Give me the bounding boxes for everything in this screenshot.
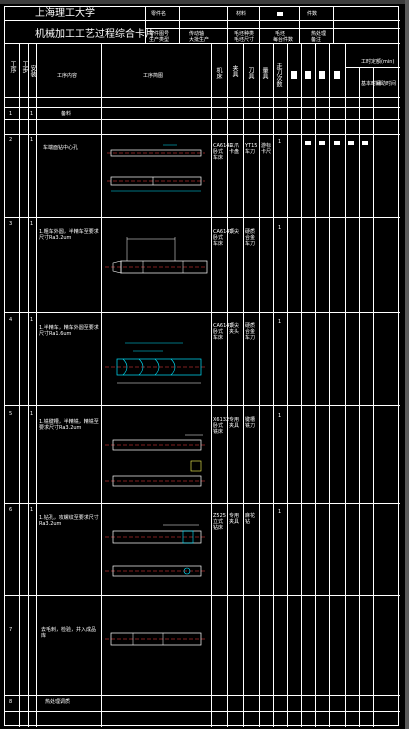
row6-step: 1 (30, 507, 34, 513)
row5-tool: 键槽铣刀 (245, 417, 256, 429)
hdr-drawing-no-value: 传动轴 (189, 31, 205, 37)
row5-passes: 1 (278, 413, 282, 419)
col-header-block-3 (319, 71, 325, 79)
row2-measure: 游标卡尺 (261, 143, 272, 155)
sketch-row4 (105, 342, 207, 384)
hdr-material-value (277, 12, 283, 16)
col-header-block-2 (305, 71, 311, 79)
col-passes: 走刀次数 (275, 63, 282, 87)
time-cell-r2-2 (319, 141, 325, 145)
row2-machine: CA6140卧式车床 (213, 143, 233, 161)
row4-step: 1 (30, 317, 34, 323)
hdr-production-value: 大批生产 (189, 37, 210, 43)
vertical-scrollbar[interactable] (405, 0, 409, 729)
time-cell-r2-4 (348, 141, 354, 145)
row1-no: 1 (9, 111, 13, 117)
col-content: 工序内容 (57, 73, 78, 79)
hdr-drawing-no-label: 零件图号 (149, 31, 170, 37)
row3-no: 3 (9, 221, 13, 227)
sketch-row5 (105, 434, 207, 487)
hdr-remark-label: 备注 (311, 37, 322, 43)
row5-no: 5 (9, 411, 13, 417)
row2-no: 2 (9, 137, 13, 143)
card-title: 机械加工工艺过程综合卡片 (35, 29, 155, 40)
row5-content: 1.铣键槽，半精铣，精铣至要求尺寸Ra3.2um (39, 419, 99, 431)
col-header-block-1 (291, 71, 297, 79)
row5-fixture: 专用夹具 (229, 417, 240, 429)
col-time-aux: 辅助时间 (376, 81, 397, 87)
row4-tool: 硬质合金车刀 (245, 323, 256, 341)
col-seq: 工序 (9, 61, 16, 73)
row6-fixture: 专用夹具 (229, 513, 240, 525)
window-top-bar (0, 0, 409, 4)
col-time-basic: 基本时间 (361, 81, 382, 87)
col-header-block-4 (334, 71, 340, 79)
col-install: 安装 (29, 65, 36, 77)
row2-content: 车端面钻中心孔 (43, 145, 79, 151)
row6-content: 1.钻孔，攻螺纹至要求尺寸Ra3.2um (39, 515, 99, 527)
row3-content: 1.粗车外圆，半精车至要求尺寸Ra3.2um (39, 229, 99, 241)
hdr-production-label: 生产类型 (149, 37, 170, 43)
row3-step: 1 (30, 221, 34, 227)
row6-no: 6 (9, 507, 13, 513)
row4-passes: 1 (278, 319, 282, 325)
row4-content: 1.半精车，精车外圆至要求尺寸Ra1.6um (39, 325, 99, 337)
sketch-row6 (105, 524, 207, 577)
row4-no: 4 (9, 317, 13, 323)
row5-machine: X6132卧式铣床 (213, 417, 230, 435)
hdr-per-unit-label: 每台件数 (273, 37, 294, 43)
row4-fixture: 顶尖夹头 (229, 323, 240, 335)
col-sketch: 工序简图 (143, 73, 164, 79)
hdr-part-name-label: 零件名 (151, 11, 167, 17)
col-fixture: 夹具 (231, 65, 238, 77)
row8-content: 热处理调质 (45, 699, 71, 705)
row6-machine: Z525立式钻床 (213, 513, 226, 531)
school-name: 上海理工大学 (35, 8, 95, 19)
row8-no: 8 (9, 699, 13, 705)
row2-passes: 1 (278, 139, 282, 145)
row3-machine: CA6140卧式车床 (213, 229, 233, 247)
row3-tool: 硬质合金车刀 (245, 229, 256, 247)
row7-no: 7 (9, 627, 13, 633)
col-machine: 机床 (215, 67, 222, 79)
process-card-sheet: 上海理工大学 机械加工工艺过程综合卡片 零件名 材料 件数 零件图号 传动轴 毛… (4, 6, 400, 727)
row4-machine: CA6140卧式车床 (213, 323, 233, 341)
col-measure: 量具 (261, 67, 268, 79)
col-tool: 刀具 (247, 67, 254, 79)
time-cell-r2-5 (362, 141, 368, 145)
row2-tool: YT15车刀 (245, 143, 258, 155)
row3-fixture: 顶尖 (229, 229, 240, 235)
hdr-blank-type-label: 毛坯种类 (234, 31, 255, 37)
col-step: 工步 (21, 61, 28, 73)
row3-passes: 1 (278, 225, 282, 231)
time-cell-r2-3 (334, 141, 340, 145)
row2-fixture: 三爪卡盘 (229, 143, 240, 155)
time-cell-r2-1 (305, 141, 311, 145)
row1-step: 1 (30, 111, 34, 117)
row5-step: 1 (30, 411, 34, 417)
sketch-row2 (107, 144, 205, 192)
hdr-blank-size-label: 毛坯尺寸 (234, 37, 255, 43)
hdr-material-label: 材料 (236, 11, 247, 17)
sketch-row7 (105, 632, 207, 646)
row6-passes: 1 (278, 509, 282, 515)
row1-content: 备料 (61, 111, 72, 117)
sketch-row3 (105, 237, 208, 274)
row6-tool: 麻花钻 (245, 513, 256, 525)
hdr-heat-label: 热处理 (311, 31, 327, 37)
hdr-blank-label: 毛坯 (275, 31, 286, 37)
row2-step: 1 (30, 137, 34, 143)
hdr-qty-label: 件数 (307, 11, 318, 17)
col-time-header: 工时定额(min) (361, 59, 395, 65)
row7-content: 去毛刺，检验，并入成品库 (41, 627, 97, 639)
